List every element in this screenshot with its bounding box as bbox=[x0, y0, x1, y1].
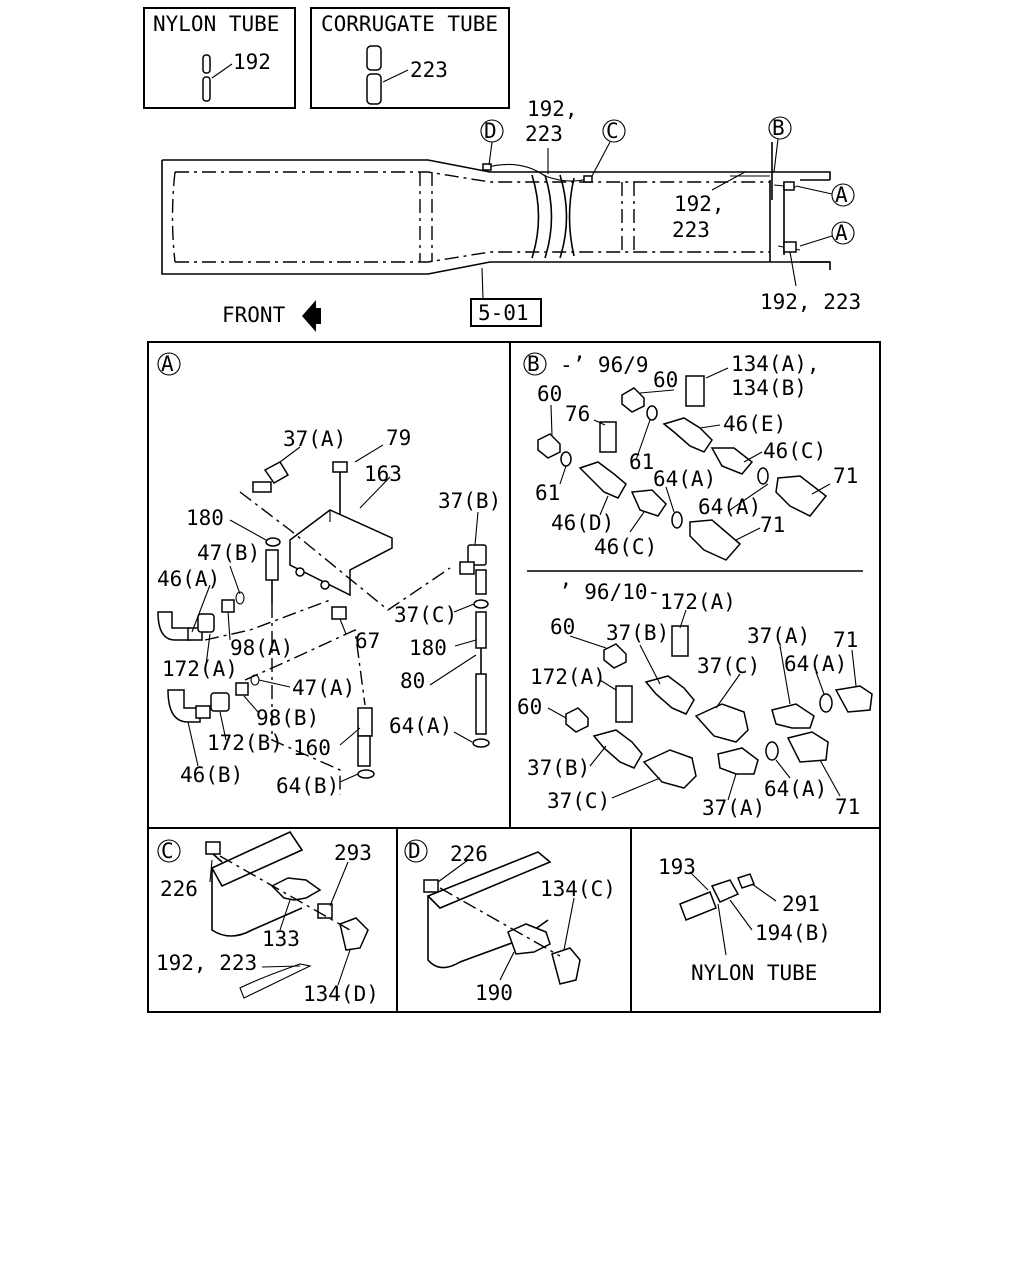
label-37b: 37(B) bbox=[438, 489, 501, 513]
label-b-60-lower-top: 60 bbox=[550, 615, 575, 639]
panel-c-callout: C bbox=[161, 839, 174, 863]
label-c-133: 133 bbox=[262, 927, 300, 951]
label-46b: 46(B) bbox=[180, 763, 243, 787]
label-b-64a-lower-top: 64(A) bbox=[784, 652, 847, 676]
label-b-134b: 134(B) bbox=[731, 376, 807, 400]
callout-c: C bbox=[606, 119, 619, 143]
label-b-37c-lower: 37(C) bbox=[547, 789, 610, 813]
panel-a-callout: A bbox=[161, 352, 174, 376]
panel-c: C 293 226 133 192, 223 134(D) bbox=[156, 830, 379, 1006]
label-b-46c: 46(C) bbox=[763, 439, 826, 463]
label-b-46e: 46(E) bbox=[723, 412, 786, 436]
panel-nylon-fitting: 193 291 194(B) NYLON TUBE bbox=[658, 855, 831, 985]
label-98a: 98(A) bbox=[230, 636, 293, 660]
panel-b-lower-period: ’ 96/10- bbox=[559, 580, 660, 604]
label-b-172a-mid: 172(A) bbox=[530, 665, 606, 689]
label-bottom-192-223: 192, 223 bbox=[760, 290, 861, 314]
callout-a2: A bbox=[835, 221, 848, 245]
label-47b: 47(B) bbox=[197, 541, 260, 565]
label-b-71-upper: 71 bbox=[833, 464, 858, 488]
label-d-226: 226 bbox=[450, 842, 488, 866]
label-b-60-mid: 60 bbox=[517, 695, 542, 719]
label-b-60-right: 60 bbox=[653, 368, 678, 392]
label-37c: 37(C) bbox=[394, 603, 457, 627]
label-b-37b: 37(B) bbox=[606, 621, 669, 645]
ref-box-5-01: 5-01 bbox=[478, 301, 529, 325]
label-172a: 172(A) bbox=[162, 657, 238, 681]
label-b-37c: 37(C) bbox=[697, 654, 760, 678]
label-mid-223: 223 bbox=[672, 218, 710, 242]
label-b-64a-upper: 64(A) bbox=[653, 467, 716, 491]
label-e-194b: 194(B) bbox=[755, 921, 831, 945]
callout-d: D bbox=[484, 119, 497, 143]
label-mid-192: 192, bbox=[674, 192, 725, 216]
label-b-71-lower: 71 bbox=[760, 513, 785, 537]
label-b-64a-bottom: 64(A) bbox=[764, 777, 827, 801]
label-d-190: 190 bbox=[475, 981, 513, 1005]
panel-grid bbox=[147, 341, 881, 1013]
panel-b-upper-period: -’ 96/9 bbox=[560, 353, 649, 377]
label-b-172a-top: 172(A) bbox=[660, 590, 736, 614]
label-64a: 64(A) bbox=[389, 714, 452, 738]
label-e-291: 291 bbox=[782, 892, 820, 916]
label-b-37b-lower: 37(B) bbox=[527, 756, 590, 780]
front-label: FRONT bbox=[222, 303, 286, 327]
label-c-134d: 134(D) bbox=[303, 982, 379, 1006]
label-79: 79 bbox=[386, 426, 411, 450]
label-67: 67 bbox=[355, 629, 380, 653]
label-b-46c-lower: 46(C) bbox=[594, 535, 657, 559]
label-180-upper: 180 bbox=[186, 506, 224, 530]
panel-d: D 226 134(C) 190 bbox=[404, 839, 616, 1005]
label-b-61-upper: 61 bbox=[629, 450, 654, 474]
label-163: 163 bbox=[364, 462, 402, 486]
legend-nylon-title: NYLON TUBE bbox=[153, 12, 279, 36]
label-e-nylon-tube: NYLON TUBE bbox=[691, 961, 817, 985]
legend-nylon-tube: NYLON TUBE 192 bbox=[143, 7, 296, 109]
label-98b: 98(B) bbox=[256, 706, 319, 730]
callout-b: B bbox=[772, 116, 785, 140]
label-c-192-223: 192, 223 bbox=[156, 951, 257, 975]
label-b-60-left: 60 bbox=[537, 382, 562, 406]
label-172b: 172(B) bbox=[207, 731, 283, 755]
label-b-71-bottom: 71 bbox=[835, 795, 860, 819]
label-top-192: 192, bbox=[527, 97, 578, 121]
panel-a: A bbox=[157, 352, 501, 798]
legend-corrugate-title: CORRUGATE TUBE bbox=[321, 12, 498, 36]
panel-b: B -’ 96/9 134(A), 134(B) 60 60 bbox=[517, 352, 873, 820]
chassis-frame-overview bbox=[161, 142, 831, 275]
callout-a1: A bbox=[835, 183, 848, 207]
overview-callouts: D C B A A 192, 223 192, 223 192, 223 FRO… bbox=[222, 97, 861, 332]
label-b-37a-lower: 37(A) bbox=[702, 796, 765, 820]
label-b-46d: 46(D) bbox=[551, 511, 614, 535]
label-b-61-lower: 61 bbox=[535, 481, 560, 505]
panel-b-callout: B bbox=[527, 352, 540, 376]
label-b-37a: 37(A) bbox=[747, 624, 810, 648]
front-arrow-icon bbox=[302, 300, 316, 332]
label-b-64a-lower: 64(A) bbox=[698, 495, 761, 519]
label-d-134c: 134(C) bbox=[540, 877, 616, 901]
label-64b: 64(B) bbox=[276, 774, 339, 798]
label-b-71-lower-top: 71 bbox=[833, 628, 858, 652]
panel-d-callout: D bbox=[408, 839, 421, 863]
label-top-223: 223 bbox=[525, 122, 563, 146]
label-47a: 47(A) bbox=[292, 676, 355, 700]
legend-nylon-code: 192 bbox=[233, 50, 271, 74]
label-b-76: 76 bbox=[565, 402, 590, 426]
label-e-193: 193 bbox=[658, 855, 696, 879]
label-b-134a: 134(A), bbox=[731, 352, 820, 376]
legend-corrugate-tube: CORRUGATE TUBE 223 bbox=[310, 7, 510, 109]
label-c-293: 293 bbox=[334, 841, 372, 865]
label-37a: 37(A) bbox=[283, 427, 346, 451]
label-c-226: 226 bbox=[160, 877, 198, 901]
label-80: 80 bbox=[400, 669, 425, 693]
label-180-lower: 180 bbox=[409, 636, 447, 660]
legend-corrugate-code: 223 bbox=[410, 58, 448, 82]
label-160: 160 bbox=[293, 736, 331, 760]
label-46a: 46(A) bbox=[157, 567, 220, 591]
